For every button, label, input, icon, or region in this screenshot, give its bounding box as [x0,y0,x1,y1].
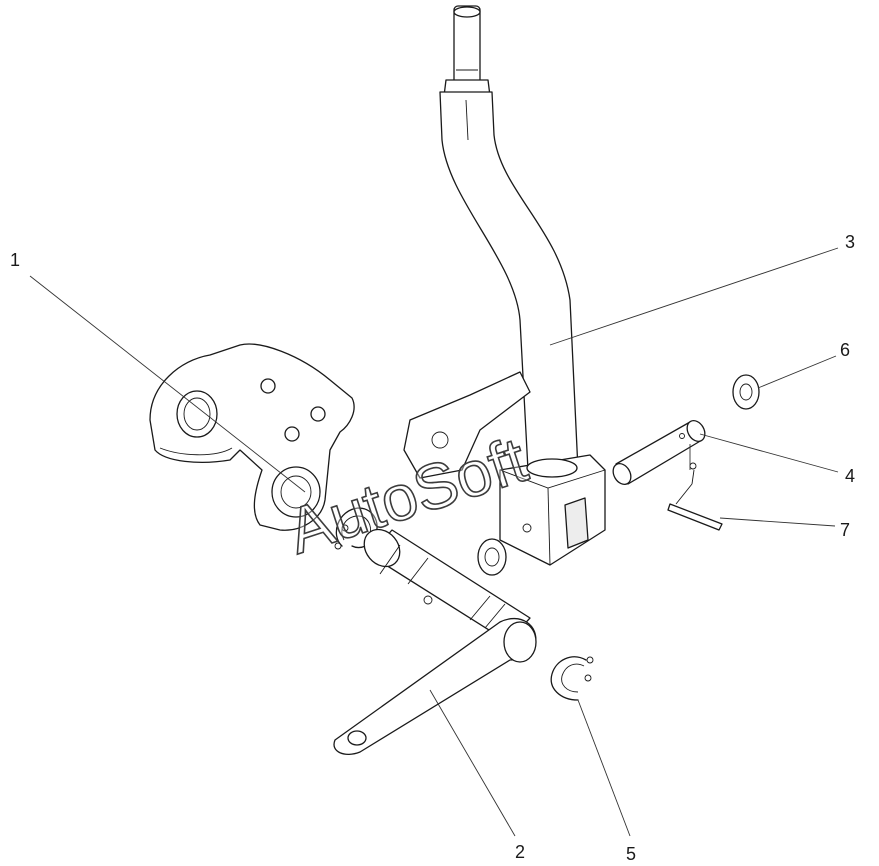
callout-labels: 1 2 3 4 5 6 7 [10,232,855,864]
shaft-arm-part-2 [333,528,537,755]
leader-4 [699,433,839,473]
leader-5 [577,699,631,837]
leader-6 [757,355,837,389]
callout-1: 1 [10,250,20,270]
callout-7: 7 [840,520,850,540]
pin-part-4 [612,420,706,485]
leader-2 [429,689,516,837]
callout-4: 4 [845,466,855,486]
callout-3: 3 [845,232,855,252]
callout-5: 5 [626,844,636,864]
circlip-part-5 [550,656,594,701]
gear-lever-part-3 [439,5,606,566]
lever-bracket [403,371,531,479]
washer-middle [477,538,507,576]
callout-6: 6 [840,340,850,360]
leader-3 [549,247,839,346]
leader-1 [29,275,306,493]
leader-lines [29,247,839,837]
cotter-pin-part-7 [667,462,723,531]
washer-part-6 [732,374,760,410]
callout-2: 2 [515,842,525,862]
bracket-part-1 [149,343,355,531]
leader-7 [719,517,836,527]
